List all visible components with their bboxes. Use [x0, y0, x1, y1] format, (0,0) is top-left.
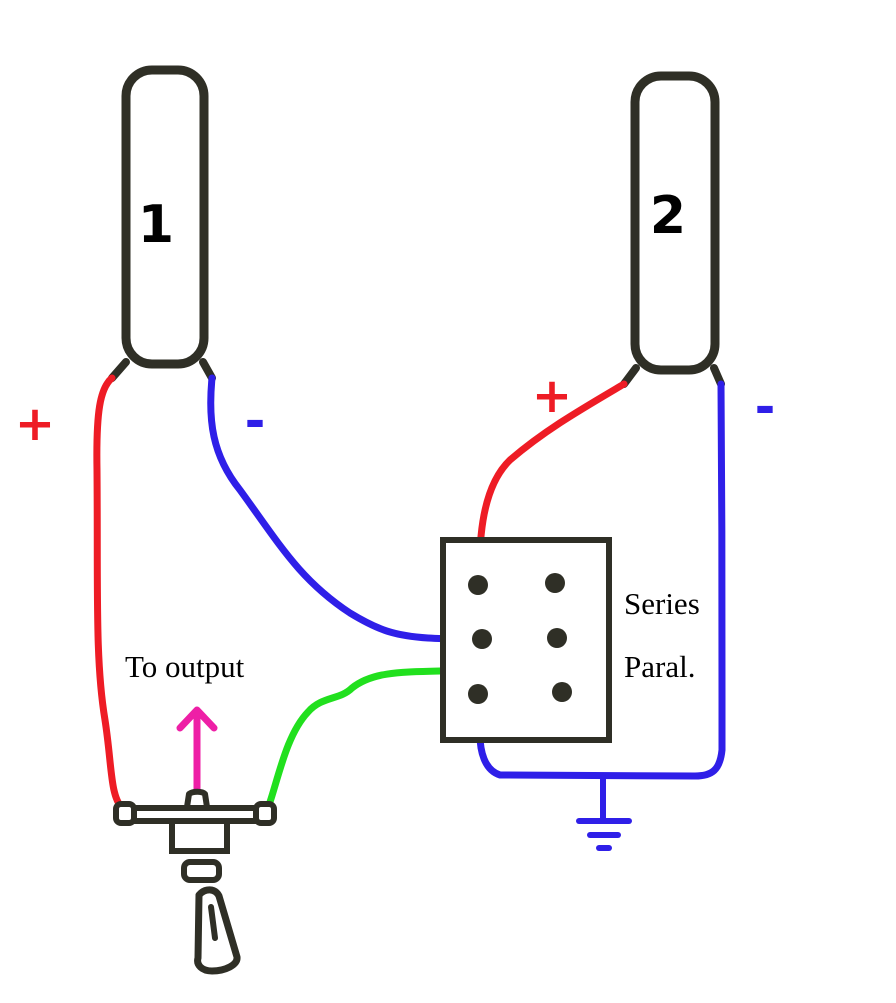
jack-bracket: [169, 821, 230, 854]
pickup-2-body: [630, 71, 720, 375]
jack-nut: [181, 859, 222, 883]
parallel-label: Paral.: [624, 649, 695, 684]
jack-center-lug: [184, 788, 210, 808]
pickup-2-plus-sign: +: [532, 368, 572, 424]
pickup-1-plus-wire: [93, 374, 126, 812]
jack-right-lug: [253, 801, 277, 826]
pickup-1-minus-sign: -: [245, 392, 266, 450]
jack-left-lug: [113, 801, 137, 826]
switch-body: [440, 537, 612, 743]
switch-lug-top-right: [545, 573, 565, 593]
series-parallel-switch: [440, 537, 612, 743]
pickup-1-number: 1: [138, 195, 174, 255]
jack-toggle-slot: [208, 904, 218, 941]
pickup-2: 2: [630, 71, 720, 375]
switch-lug-middle-left: [472, 629, 492, 649]
pickup-1-minus-wire: [207, 374, 484, 644]
pickup-2-plus-wire: [476, 380, 628, 587]
output-arrow-icon: [176, 706, 218, 804]
output-jack-icon: [113, 788, 277, 975]
pickup-2-minus-wire: [476, 380, 726, 780]
jack-toggle: [194, 886, 241, 975]
output-label: To output: [125, 649, 245, 684]
ground-icon: [576, 818, 632, 851]
pickup-2-number: 2: [650, 186, 686, 246]
switch-lug-bottom-left: [468, 684, 488, 704]
switch-lug-top-left: [468, 575, 488, 595]
pickup-1-plus-sign: +: [15, 396, 55, 452]
pickup-1-body: [121, 65, 209, 369]
switch-lug-bottom-right: [552, 682, 572, 702]
pickup-2-minus-sign: -: [755, 378, 776, 436]
series-label: Series: [624, 586, 700, 621]
switch-lug-middle-right: [547, 628, 567, 648]
pickup-1: 1: [121, 65, 209, 369]
pickup-1-plus-lead: [108, 358, 130, 382]
